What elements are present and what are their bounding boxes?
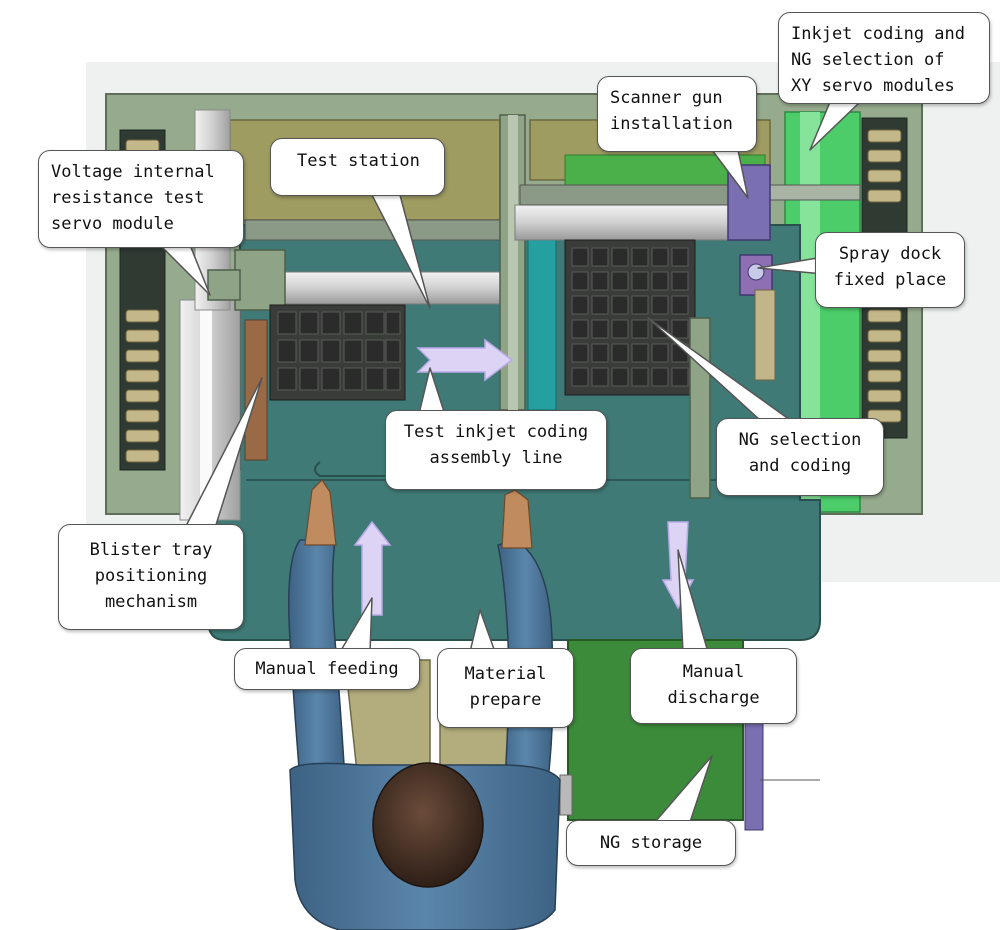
callout-line: prepare	[469, 690, 542, 710]
callout-line: Material	[464, 664, 547, 684]
callout-spray-dock: Spray dock fixed place	[815, 232, 965, 308]
callout-line: installation	[610, 114, 733, 134]
callout-line: Manual	[682, 662, 745, 682]
callout-line: servo module	[51, 214, 174, 234]
callout-scanner-gun: Scanner gun installation	[597, 76, 757, 152]
operator-head	[372, 762, 484, 888]
arrow-right	[416, 338, 514, 382]
callout-blister-tray: Blister tray positioning mechanism	[58, 524, 244, 630]
callout-line: fixed place	[833, 270, 947, 290]
callout-line: Test inkjet coding	[403, 422, 589, 442]
callout-line: Test station	[297, 151, 420, 171]
callout-test-station: Test station	[270, 138, 445, 196]
callout-line: Voltage internal	[51, 162, 215, 182]
callout-line: Scanner gun	[610, 88, 723, 108]
callout-line: discharge	[667, 688, 760, 708]
callout-voltage-test: Voltage internal resistance test servo m…	[38, 150, 244, 248]
callout-ng-selection: NG selection and coding	[716, 418, 884, 496]
callout-line: mechanism	[104, 592, 198, 612]
callout-line: Spray dock	[838, 244, 942, 264]
callout-line: Inkjet coding and	[791, 24, 965, 44]
callout-manual-feeding: Manual feeding	[234, 648, 420, 690]
left-tray	[269, 304, 406, 401]
callout-line: NG storage	[599, 833, 703, 853]
callout-line: Manual feeding	[255, 659, 399, 679]
callout-line: Blister tray	[89, 540, 213, 560]
callout-line: NG selection of	[791, 50, 945, 70]
callout-line: XY servo modules	[791, 76, 955, 96]
callout-test-inkjet-line: Test inkjet coding assembly line	[385, 410, 607, 490]
callout-line: and coding	[748, 456, 852, 476]
test-station-rail	[279, 271, 509, 305]
callout-line: resistance test	[51, 188, 205, 208]
right-tray	[564, 239, 696, 396]
arrow-up	[353, 520, 392, 616]
callout-ng-storage: NG storage	[566, 820, 736, 866]
callout-line: NG selection	[738, 430, 862, 450]
callout-inkjet-xy: Inkjet coding and NG selection of XY ser…	[778, 12, 990, 104]
callout-line: positioning	[94, 566, 208, 586]
callout-manual-discharge: Manual discharge	[630, 648, 797, 724]
callout-line: assembly line	[429, 448, 563, 468]
xy-rail	[514, 204, 731, 241]
callout-material-prepare: Material prepare	[437, 648, 574, 728]
